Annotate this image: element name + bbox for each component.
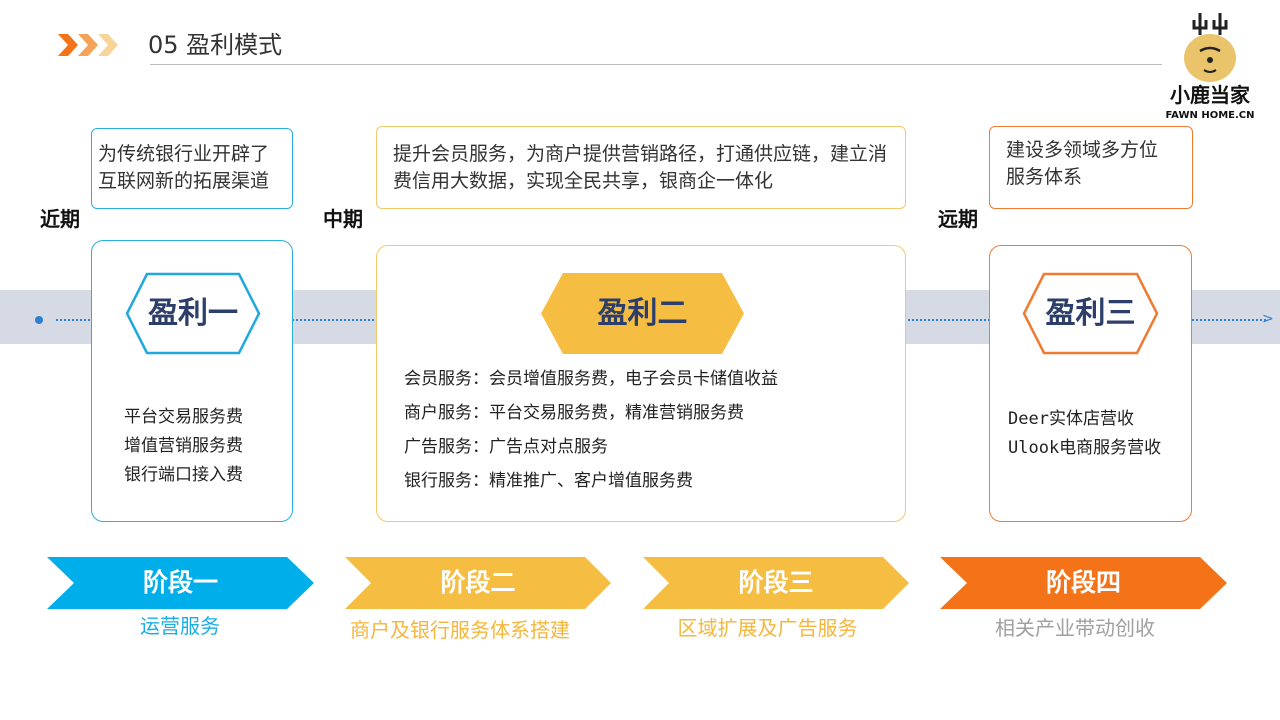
logo-text: 小鹿当家 xyxy=(1170,83,1250,107)
stage-one-subtitle: 运营服务 xyxy=(140,614,220,638)
page-title: 05 盈利模式 xyxy=(148,31,283,59)
period-far: 远期 xyxy=(938,207,978,231)
stage-two-label: 阶段二 xyxy=(440,568,516,597)
profit-two-label: 盈利二 xyxy=(597,295,688,331)
stage3-items: Deer实体店营收 Ulook电商服务营收 xyxy=(1008,405,1161,463)
stage-four-subtitle: 相关产业带动创收 xyxy=(995,616,1155,640)
stage-two-subtitle: 商户及银行服务体系搭建 xyxy=(350,618,570,642)
stage2-description: 提升会员服务，为商户提供营销路径，打通供应链，建立消费信用大数据，实现全民共享，… xyxy=(376,126,906,209)
list-item: 商户服务：平台交易服务费，精准营销服务费 xyxy=(404,403,744,423)
header-chevrons-icon xyxy=(58,34,122,60)
stage-two-chevron: 阶段二 xyxy=(345,557,611,609)
list-item: 增值营销服务费 xyxy=(124,436,243,456)
title-divider xyxy=(150,64,1162,65)
stage1-description: 为传统银行业开辟了互联网新的拓展渠道 xyxy=(91,128,293,209)
stage-four-chevron: 阶段四 xyxy=(940,557,1227,609)
list-item: 银行服务：精准推广、客户增值服务费 xyxy=(404,471,693,491)
stage-four-label: 阶段四 xyxy=(1045,568,1121,597)
deer-logo-icon xyxy=(1180,8,1240,87)
list-item: 广告服务：广告点对点服务 xyxy=(404,437,608,457)
profit-one-label: 盈利一 xyxy=(148,295,238,331)
profit-three-label: 盈利三 xyxy=(1045,295,1136,331)
timeline-arrow-icon: > xyxy=(1262,311,1274,327)
stage-three-subtitle: 区域扩展及广告服务 xyxy=(677,616,858,640)
stage-one-chevron: 阶段一 xyxy=(47,557,314,609)
stage-one-label: 阶段一 xyxy=(142,568,218,597)
stage-three-label: 阶段三 xyxy=(738,568,814,597)
list-item: Deer实体店营收 xyxy=(1008,409,1134,429)
profit-three-hexagon: 盈利三 xyxy=(1022,272,1159,355)
period-mid: 中期 xyxy=(323,207,363,231)
stage-three-chevron: 阶段三 xyxy=(643,557,909,609)
stage2-items: 会员服务：会员增值服务费，电子会员卡储值收益 商户服务：平台交易服务费，精准营销… xyxy=(404,362,778,498)
list-item: 平台交易服务费 xyxy=(124,407,243,427)
stage1-items: 平台交易服务费 增值营销服务费 银行端口接入费 xyxy=(124,403,243,490)
list-item: Ulook电商服务营收 xyxy=(1008,438,1162,458)
timeline-start-dot xyxy=(35,316,43,324)
period-near: 近期 xyxy=(40,207,80,231)
stage3-description: 建设多领域多方位服务体系 xyxy=(989,126,1193,209)
list-item: 银行端口接入费 xyxy=(124,465,243,485)
profit-two-hexagon: 盈利二 xyxy=(541,273,744,354)
logo-subtext: FAWN HOME.CN xyxy=(1165,110,1255,121)
profit-one-hexagon: 盈利一 xyxy=(125,272,261,355)
list-item: 会员服务：会员增值服务费，电子会员卡储值收益 xyxy=(404,369,778,389)
